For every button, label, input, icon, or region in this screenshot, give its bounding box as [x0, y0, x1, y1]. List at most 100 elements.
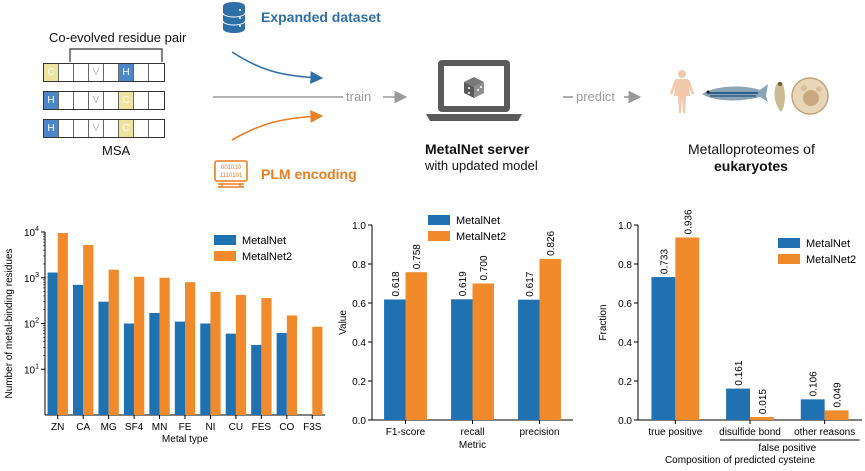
msa-residue-h: H — [119, 64, 134, 81]
msa-residue-v: V — [89, 92, 104, 109]
bar-metalnet2 — [750, 417, 774, 420]
bar-metalnet — [200, 323, 211, 415]
msa-cell-empty — [74, 92, 89, 109]
legend-label: MetalNet2 — [242, 251, 292, 263]
proteome-line2: eukaryotes — [714, 158, 788, 174]
server-subtitle: with updated model — [425, 158, 538, 173]
x-axis-label: Metal type — [162, 434, 209, 445]
bar-metalnet2 — [235, 294, 247, 415]
y-axis-label: Value — [338, 310, 349, 335]
worm-icon — [774, 82, 785, 112]
x-axis-label: Metric — [459, 440, 486, 451]
bar-metalnet2 — [83, 244, 94, 415]
x-tick-label: MG — [101, 422, 117, 433]
expanded-dataset-label: Expanded dataset — [261, 9, 381, 25]
svg-text:001010: 001010 — [221, 165, 242, 171]
msa-cell-empty — [74, 64, 89, 81]
msa-cell-empty — [104, 64, 119, 81]
bar-metalnet — [384, 299, 406, 420]
legend-label: MetalNet2 — [456, 231, 506, 243]
y-axis-label: Number of metal-binding residues — [4, 248, 15, 398]
bar-metalnet — [225, 333, 236, 415]
yeast-cell-icon — [791, 77, 829, 115]
msa-cell-empty — [59, 120, 74, 137]
bar-metalnet — [73, 284, 84, 415]
x-tick-label: ZN — [51, 422, 64, 433]
y-tick-label: 104 — [24, 226, 39, 239]
bar-value-label: 0.617 — [525, 271, 536, 296]
msa-label: MSA — [102, 143, 131, 158]
proteome-line1: Metalloproteomes of — [688, 141, 815, 157]
legend-label: MetalNet — [456, 215, 500, 227]
bar-metalnet2 — [210, 291, 221, 415]
msa-cell-empty — [149, 120, 164, 137]
bar-metalnet — [98, 301, 109, 415]
msa-cell-empty — [74, 120, 89, 137]
bar-value-label: 0.700 — [479, 255, 490, 280]
y-tick-label: 0.8 — [352, 260, 366, 271]
database-icon — [222, 2, 246, 33]
bar-metalnet — [518, 299, 540, 420]
msa-cell-empty — [149, 92, 164, 109]
y-tick-label: 102 — [24, 318, 39, 331]
x-tick-label: CA — [76, 422, 90, 433]
bar-metalnet2 — [185, 282, 196, 415]
x-tick-label: MN — [152, 422, 168, 433]
x-tick-label: other reasons — [794, 427, 855, 438]
bar-value-label: 0.758 — [412, 244, 423, 269]
bar-metalnet — [149, 312, 160, 415]
bar-metalnet2 — [261, 298, 272, 415]
bar-metalnet2 — [824, 410, 849, 420]
y-tick-label: 0.0 — [352, 416, 366, 427]
legend-swatch — [778, 238, 800, 248]
y-tick-label: 0.2 — [352, 377, 366, 388]
msa-residue-v: V — [89, 120, 104, 137]
legend-swatch — [214, 251, 236, 261]
msa-residue-h: H — [44, 120, 59, 137]
x-axis-label: Composition of predicted cysteine — [665, 455, 816, 466]
chart-metrics: 0.00.20.40.60.81.00.6180.758F1-score0.61… — [338, 215, 573, 451]
bar-metalnet — [276, 332, 287, 415]
bar-metalnet2 — [312, 326, 323, 415]
legend-swatch — [428, 231, 450, 241]
msa-cell-empty — [104, 120, 119, 137]
x-tick-label: F3S — [303, 422, 322, 433]
x-tick-label: NI — [205, 422, 215, 433]
zebrafish-icon — [702, 84, 768, 102]
pair-title: Co-evolved residue pair — [49, 30, 187, 45]
msa-cell-empty — [104, 92, 119, 109]
bar-metalnet — [174, 321, 185, 415]
x-tick-label: CU — [229, 422, 243, 433]
msa-cell-empty — [59, 92, 74, 109]
msa-cell-empty — [149, 64, 164, 81]
bar-metalnet2 — [134, 276, 145, 415]
x-tick-label: FES — [252, 422, 272, 433]
bar-metalnet2 — [108, 269, 119, 415]
y-tick-label: 0.4 — [352, 338, 366, 349]
bar-metalnet — [451, 299, 473, 420]
bar-metalnet — [251, 344, 262, 415]
pair-bracket — [69, 48, 163, 62]
y-tick-label: 0.2 — [618, 377, 632, 388]
y-tick-label: 1.0 — [618, 221, 632, 232]
x-tick-label: FE — [179, 422, 192, 433]
x-tick-label: SF4 — [125, 422, 144, 433]
svg-text:1110101: 1110101 — [220, 173, 243, 179]
predict-label: predict — [576, 89, 616, 104]
bar-metalnet — [651, 277, 676, 420]
human-icon — [669, 70, 695, 113]
msa-cell-empty — [134, 64, 149, 81]
legend-label: MetalNet2 — [806, 254, 856, 266]
x-tick-label: F1-score — [386, 427, 426, 438]
group-label: false positive — [758, 443, 816, 454]
x-tick-label: disulfide bond — [719, 427, 781, 438]
bar-value-label: 0.733 — [659, 249, 670, 274]
legend-label: MetalNet — [242, 235, 286, 247]
laptop-icon — [426, 60, 522, 121]
msa-cell-empty — [134, 120, 149, 137]
legend-label: MetalNet — [806, 238, 850, 250]
